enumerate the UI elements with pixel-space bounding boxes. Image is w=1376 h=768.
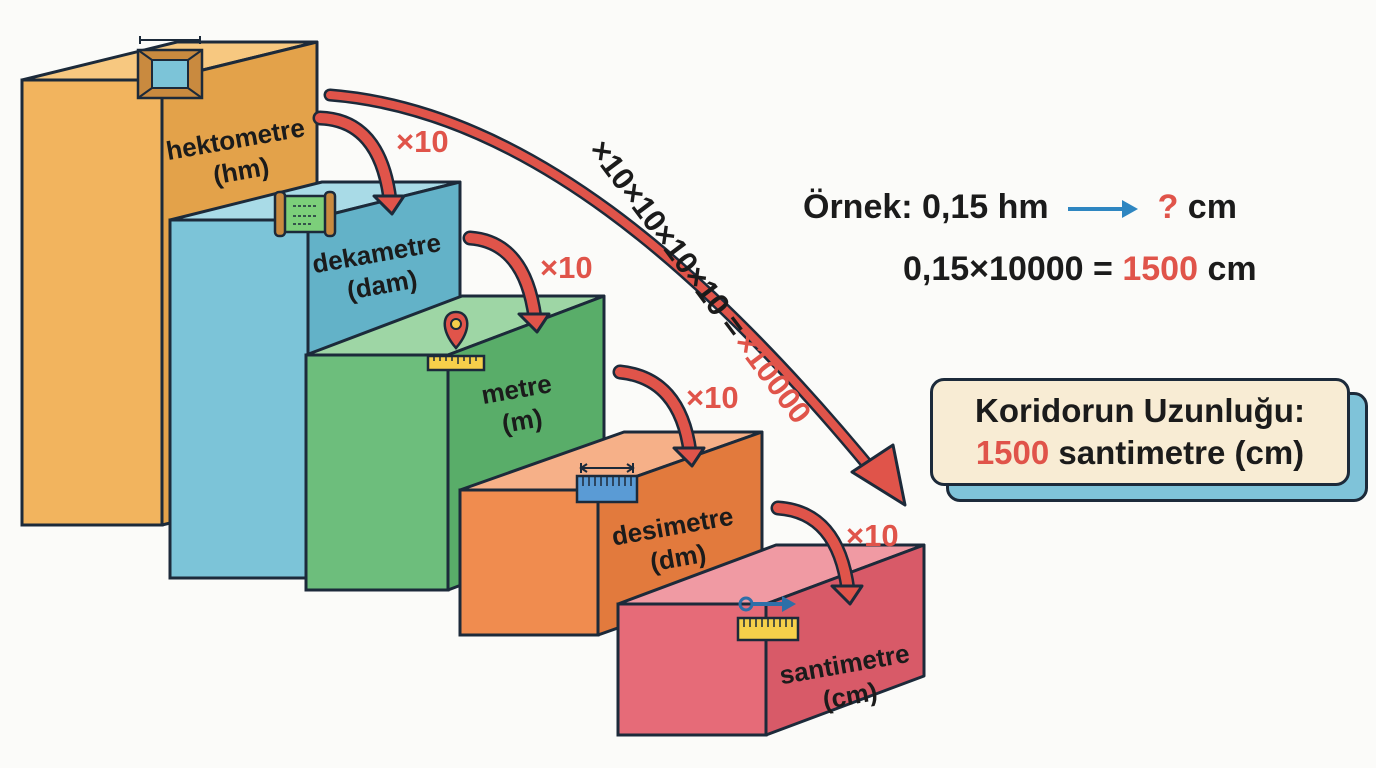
block-front-face bbox=[304, 353, 450, 592]
step-factor-label: ×10 bbox=[540, 250, 593, 285]
block-front-face bbox=[20, 78, 164, 527]
step-arrow-4: ×10 bbox=[612, 364, 739, 468]
step-factor-label: ×10 bbox=[686, 380, 739, 415]
step-factor-label: ×10 bbox=[846, 518, 899, 553]
example-line-1: Örnek: 0,15 hm ? cm bbox=[803, 188, 1237, 226]
block-side-face bbox=[764, 543, 926, 737]
block-front-face bbox=[168, 218, 310, 580]
result-box: Koridorun Uzunluğu: 1500 santimetre (cm) bbox=[930, 378, 1350, 486]
result-value: 1500 bbox=[975, 434, 1050, 471]
example-line-2: 0,15×10000 = 1500 cm bbox=[903, 250, 1257, 288]
step-factor-label: ×10 bbox=[396, 124, 449, 159]
right-arrow-icon bbox=[1068, 200, 1139, 219]
stadium-icon bbox=[136, 36, 204, 100]
key-ruler-icon bbox=[736, 596, 800, 642]
step-arrow-2: ×10 bbox=[462, 230, 593, 334]
result-title: Koridorun Uzunluğu: bbox=[975, 392, 1305, 429]
map-pin-ruler-icon bbox=[426, 310, 486, 372]
scroll-icon bbox=[273, 190, 337, 238]
result-unit: santimetre (cm) bbox=[1058, 434, 1305, 471]
result-value-line: 1500 santimetre (cm) bbox=[976, 432, 1304, 474]
step-arrow-5: ×10 bbox=[770, 500, 899, 606]
block-front-face bbox=[458, 488, 600, 637]
step-arrow-1: ×10 bbox=[312, 110, 449, 216]
ruler-measure-icon bbox=[575, 463, 639, 504]
